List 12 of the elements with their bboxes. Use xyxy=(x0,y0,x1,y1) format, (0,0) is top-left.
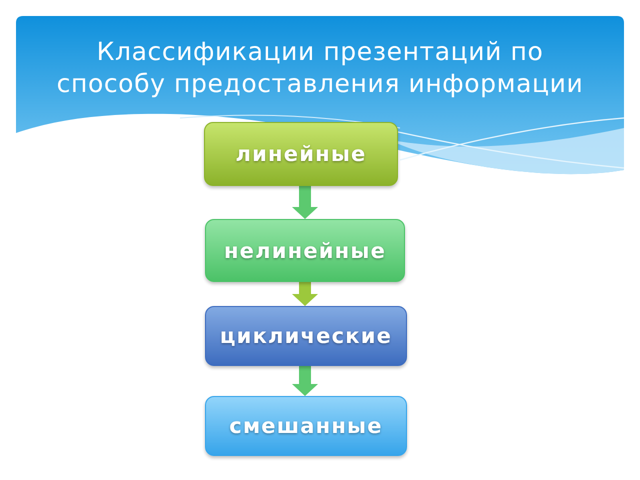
category-box xyxy=(204,122,398,186)
arrow xyxy=(292,366,318,396)
arrow xyxy=(292,282,318,306)
slide-title: Классификации презентаций по способу предоставления информации xyxy=(56,36,584,100)
category-box xyxy=(205,219,405,282)
category-label: нелинейные xyxy=(224,238,386,262)
category-box xyxy=(205,306,407,366)
category-label: линейные xyxy=(236,142,366,166)
category-label: циклические xyxy=(220,324,392,348)
category-box xyxy=(205,396,407,456)
arrow xyxy=(292,186,318,219)
category-label: смешанные xyxy=(229,414,383,438)
